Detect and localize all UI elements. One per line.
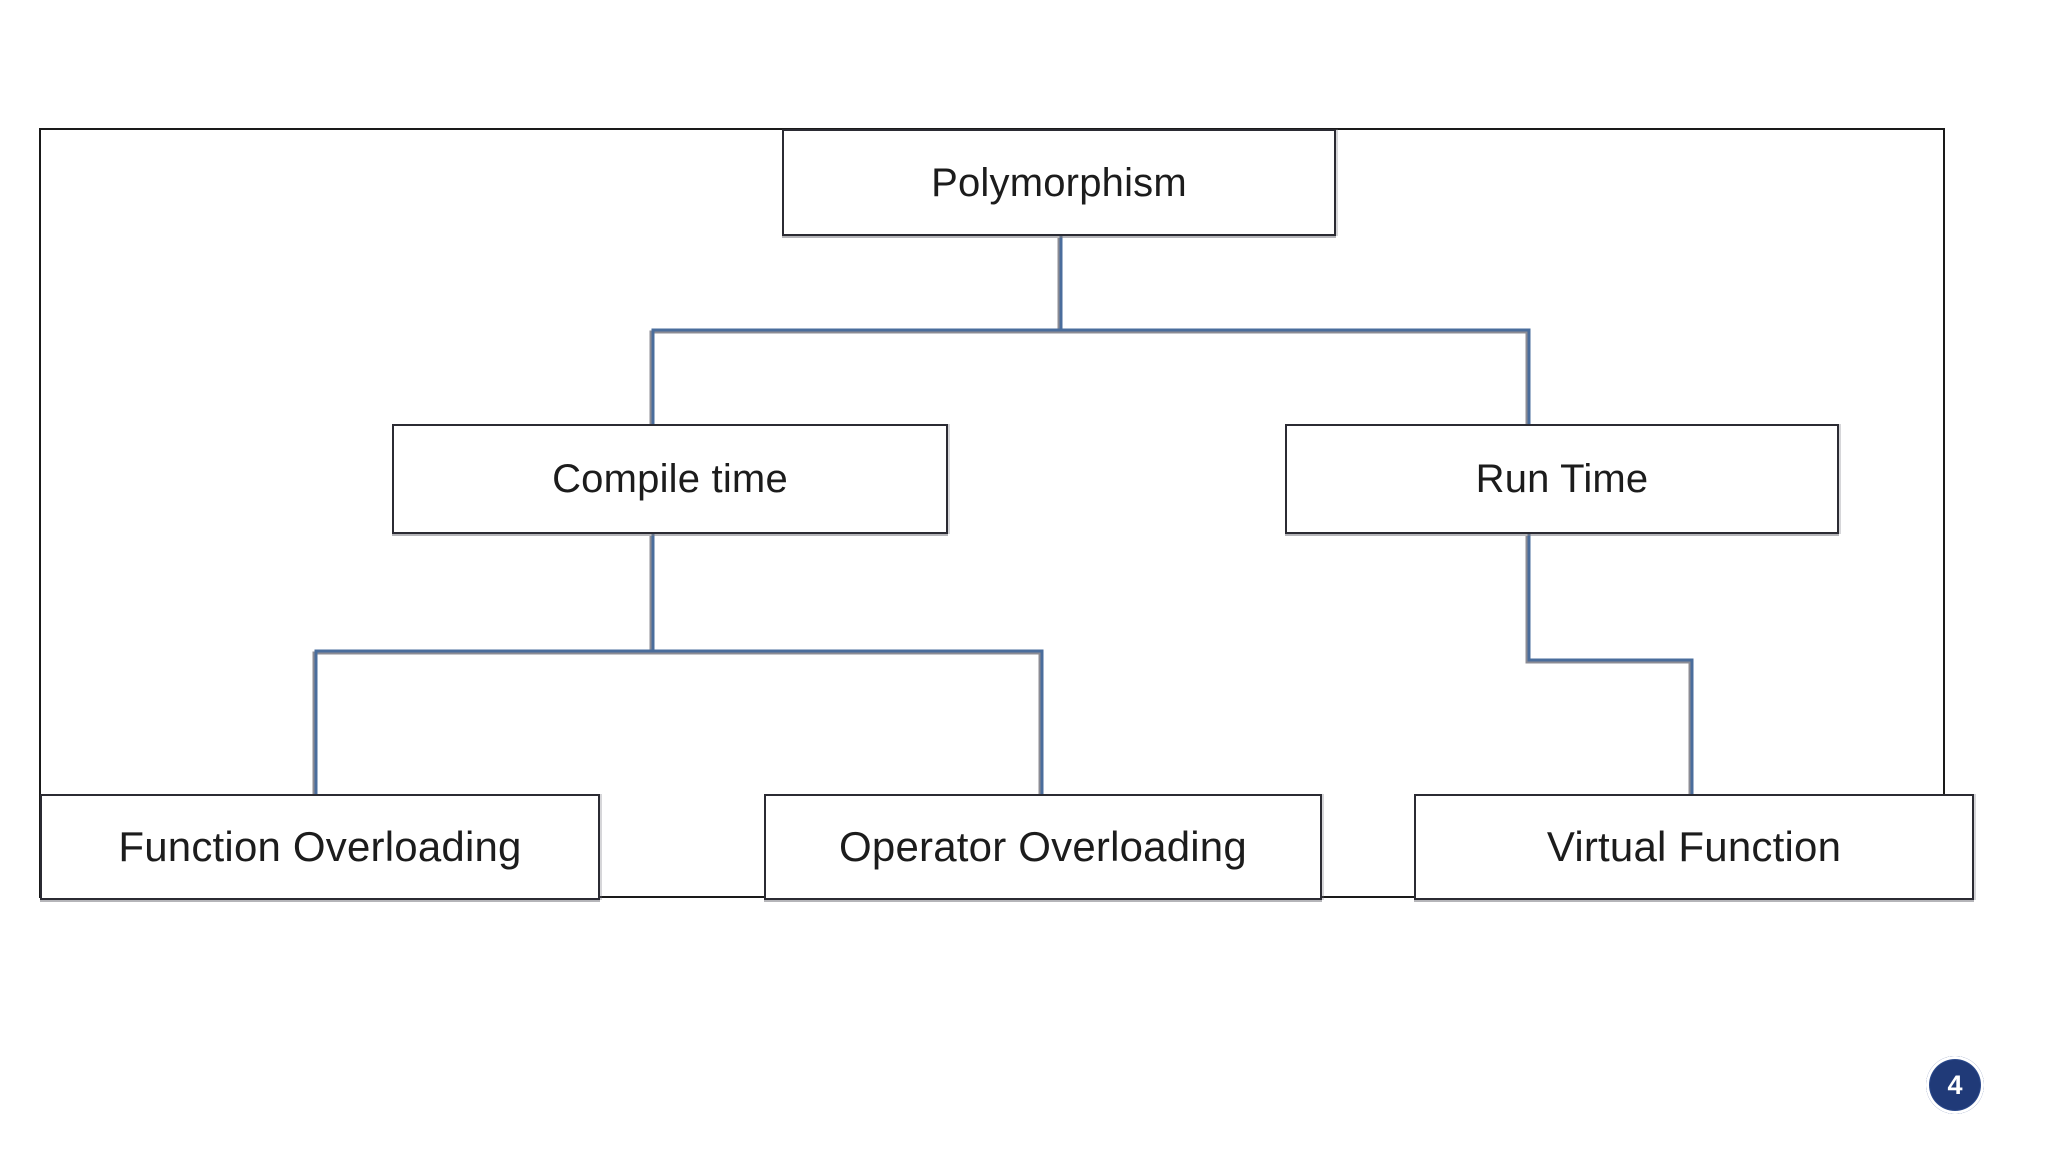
slide-number-badge: 4	[1926, 1056, 1984, 1114]
node-function-overloading[interactable]: Function Overloading	[40, 794, 600, 900]
slide-number-text: 4	[1947, 1069, 1963, 1100]
node-function-overloading-label: Function Overloading	[118, 823, 522, 870]
node-compile-time[interactable]: Compile time	[392, 424, 948, 534]
node-virtual-function[interactable]: Virtual Function	[1414, 794, 1974, 900]
node-virtual-function-label: Virtual Function	[1546, 823, 1842, 870]
node-run-time-label: Run Time	[1475, 457, 1649, 501]
node-polymorphism[interactable]: Polymorphism	[782, 129, 1336, 236]
node-operator-overloading[interactable]: Operator Overloading	[764, 794, 1322, 900]
node-polymorphism-label: Polymorphism	[931, 160, 1187, 205]
node-run-time[interactable]: Run Time	[1285, 424, 1839, 534]
node-operator-overloading-label: Operator Overloading	[839, 823, 1247, 870]
node-compile-time-label: Compile time	[552, 457, 788, 501]
